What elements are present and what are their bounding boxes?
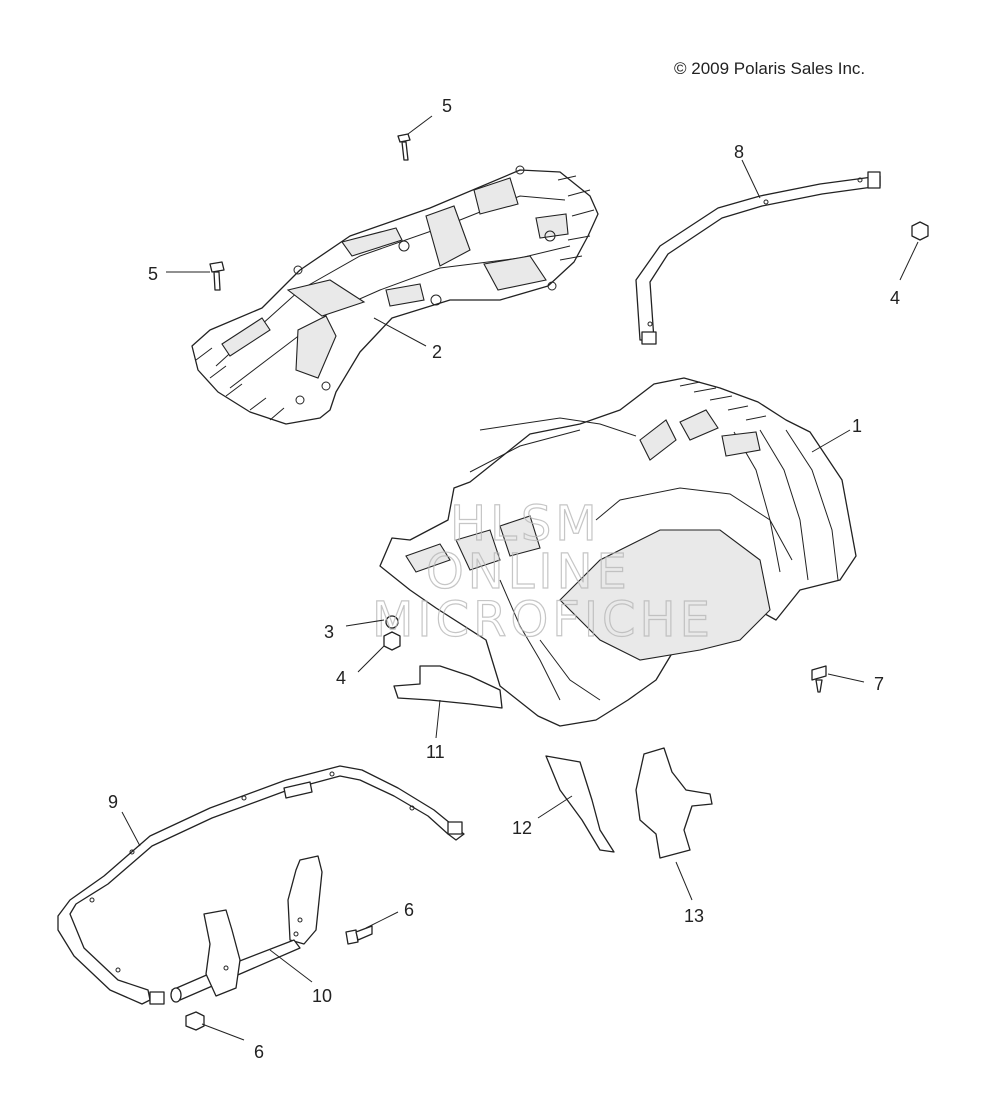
callout-5-left: 5 <box>148 264 158 284</box>
nut-right <box>911 221 929 241</box>
callout-12: 12 <box>512 818 532 838</box>
mud-flap-11 <box>393 665 503 709</box>
callout-1: 1 <box>852 416 862 436</box>
spacer <box>385 615 399 629</box>
rack-tube <box>57 765 465 1005</box>
callout-6-lower: 6 <box>254 1042 264 1062</box>
callout-11: 11 <box>426 742 445 762</box>
leader-lines <box>121 115 919 1041</box>
watermark-line-3: MICROFICHE <box>372 592 714 648</box>
callouts: 5 5 2 8 4 1 3 4 7 11 12 13 9 6 10 6 <box>108 96 900 1062</box>
callout-2: 2 <box>432 342 442 362</box>
callout-4-right: 4 <box>890 288 900 308</box>
bolt-6-lower <box>185 1011 205 1031</box>
rear-rack <box>191 165 599 425</box>
callout-4-left: 4 <box>336 668 346 688</box>
callout-5-top: 5 <box>442 96 452 116</box>
callout-7: 7 <box>874 674 884 694</box>
push-rivet <box>811 665 827 693</box>
bolt-6-upper <box>345 925 373 945</box>
callout-3: 3 <box>324 622 334 642</box>
callout-13: 13 <box>684 906 704 926</box>
callout-6-upper: 6 <box>404 900 414 920</box>
callout-10: 10 <box>312 986 332 1006</box>
hitch-bracket <box>170 855 323 1003</box>
watermark-line-2: ONLINE <box>426 544 631 600</box>
callout-8: 8 <box>734 142 744 162</box>
rack-bar <box>635 171 881 345</box>
rear-fender <box>379 377 857 727</box>
watermark-line-1: HLSM <box>450 496 601 552</box>
copyright-text: © 2009 Polaris Sales Inc. <box>674 59 865 78</box>
mud-flap-13 <box>635 747 713 859</box>
watermark: HLSM ONLINE MICROFICHE <box>371 495 714 648</box>
bolt-left <box>209 261 225 291</box>
callout-9: 9 <box>108 792 118 812</box>
bolt-top <box>397 133 411 161</box>
mud-flap-12 <box>545 755 615 853</box>
